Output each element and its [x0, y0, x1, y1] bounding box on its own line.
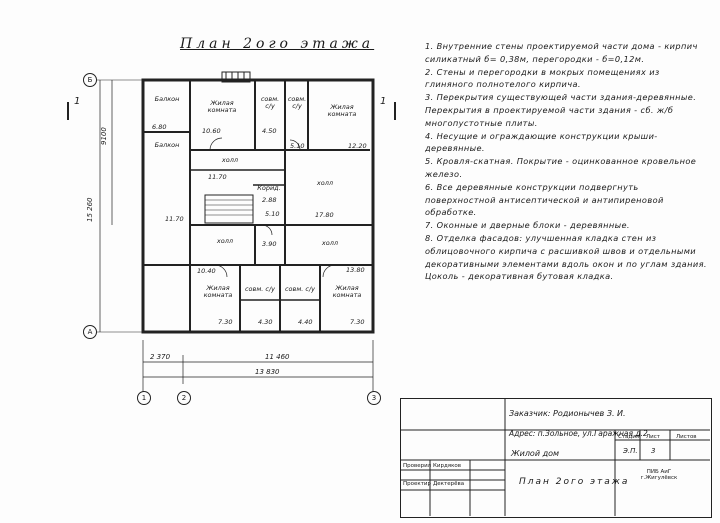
room-label-hall-3: холл	[216, 237, 234, 245]
designer-label: Проектир	[403, 481, 431, 487]
area-label: 13.80	[346, 266, 365, 274]
sheet-number: 3	[651, 447, 656, 455]
note-item: 5. Кровля-скатная. Покрытие - оцинкованн…	[425, 156, 697, 179]
sheet-header: Лист	[646, 434, 660, 440]
area-label: 11.70	[165, 215, 184, 223]
checked-label: Проверил	[403, 463, 432, 469]
room-label-balcony-2: Балкон	[154, 141, 180, 149]
dimension-bottom-b: 11 460	[265, 353, 290, 361]
area-label: 4.40	[298, 318, 313, 326]
customer-field: Заказчик: Родионычев З. И.	[509, 409, 626, 418]
area-label: 5.10	[290, 142, 305, 150]
room-label-living-4: Жилая комната	[332, 284, 362, 299]
checked-name: Кирдяков	[433, 463, 462, 469]
area-label: 10.60	[202, 127, 221, 135]
axis-b-marker: Б	[83, 73, 97, 87]
axis-1-marker: 1	[137, 391, 151, 405]
room-label-hall-2: холл	[316, 179, 334, 187]
area-label: 10.40	[197, 267, 216, 275]
room-label-living-3: Жилая комната	[203, 284, 233, 299]
dimension-total: 13 830	[255, 368, 280, 376]
axis-3-marker: 3	[367, 391, 381, 405]
sheets-header: Листов	[676, 434, 697, 440]
dimension-left-inner: 9100	[100, 127, 108, 145]
designer-name: Дектерёва	[433, 481, 465, 487]
area-label: 11.70	[208, 173, 227, 181]
room-label-corridor: Корид.	[257, 184, 281, 192]
building-field: Жилой дом	[511, 449, 560, 458]
room-label-hall-4: холл	[321, 239, 339, 247]
room-label-bath-2: совм. с/у	[287, 95, 307, 110]
room-label-bath-4: совм. с/у	[284, 285, 316, 293]
stage-header: Стадия	[618, 434, 640, 440]
note-item: 8. Отделка фасадов: улучшенная кладка ст…	[425, 233, 707, 282]
section-mark-right: 1	[380, 96, 387, 107]
room-label-hall-1: холл	[221, 156, 239, 164]
note-item: 7. Оконные и дверные блоки - деревянные.	[425, 220, 630, 231]
area-label: 5.10	[265, 210, 280, 218]
plan-title: План 2ого этажа	[180, 36, 375, 52]
area-label: 3.90	[262, 240, 277, 248]
area-label: 4.50	[262, 127, 277, 135]
stage-value: Э.П.	[623, 447, 638, 455]
area-label: 17.80	[315, 211, 334, 219]
title-block: Заказчик: Родионычев З. И. Адрес: п.Золь…	[400, 398, 712, 518]
area-label: 4.30	[258, 318, 273, 326]
room-label-bath-1: совм. с/у	[260, 95, 280, 110]
area-label: 7.30	[350, 318, 365, 326]
dimension-left-total: 15 260	[86, 197, 94, 223]
room-label-living-2: Жилая комната	[327, 103, 357, 118]
room-label-balcony-top: Балкон	[154, 95, 180, 103]
dimension-bottom-a: 2 370	[150, 353, 171, 361]
note-item: 6. Все деревянные конструкции подвергнут…	[425, 182, 664, 218]
room-label-living-1: Жилая комната	[207, 99, 237, 114]
area-label: 12.20	[348, 142, 367, 150]
general-notes: 1. Внутренние стены проектируемой части …	[425, 40, 710, 283]
note-item: 4. Несущие и ограждающие конструкции кры…	[425, 130, 658, 154]
area-label: 7.30	[218, 318, 233, 326]
address-field: Адрес: п.Зольное, ул.Гаражная д.2	[509, 429, 648, 438]
note-item: 1. Внутренние стены проектируемой части …	[425, 41, 698, 64]
note-item: 2. Стены и перегородки в мокрых помещени…	[425, 66, 660, 90]
area-label: 6.80	[152, 123, 167, 131]
section-mark-left: 1	[74, 96, 81, 107]
axis-2-marker: 2	[177, 391, 191, 405]
sheet-title-field: План 2ого этажа	[519, 477, 630, 487]
note-item: 3. Перекрытия существующей части здания-…	[425, 92, 697, 128]
room-label-bath-3: совм. с/у	[244, 285, 276, 293]
area-label: 2.88	[262, 196, 277, 204]
axis-a-marker: А	[83, 325, 97, 339]
organization: ПИБ АиГ г.Жигулёвск	[640, 469, 678, 481]
